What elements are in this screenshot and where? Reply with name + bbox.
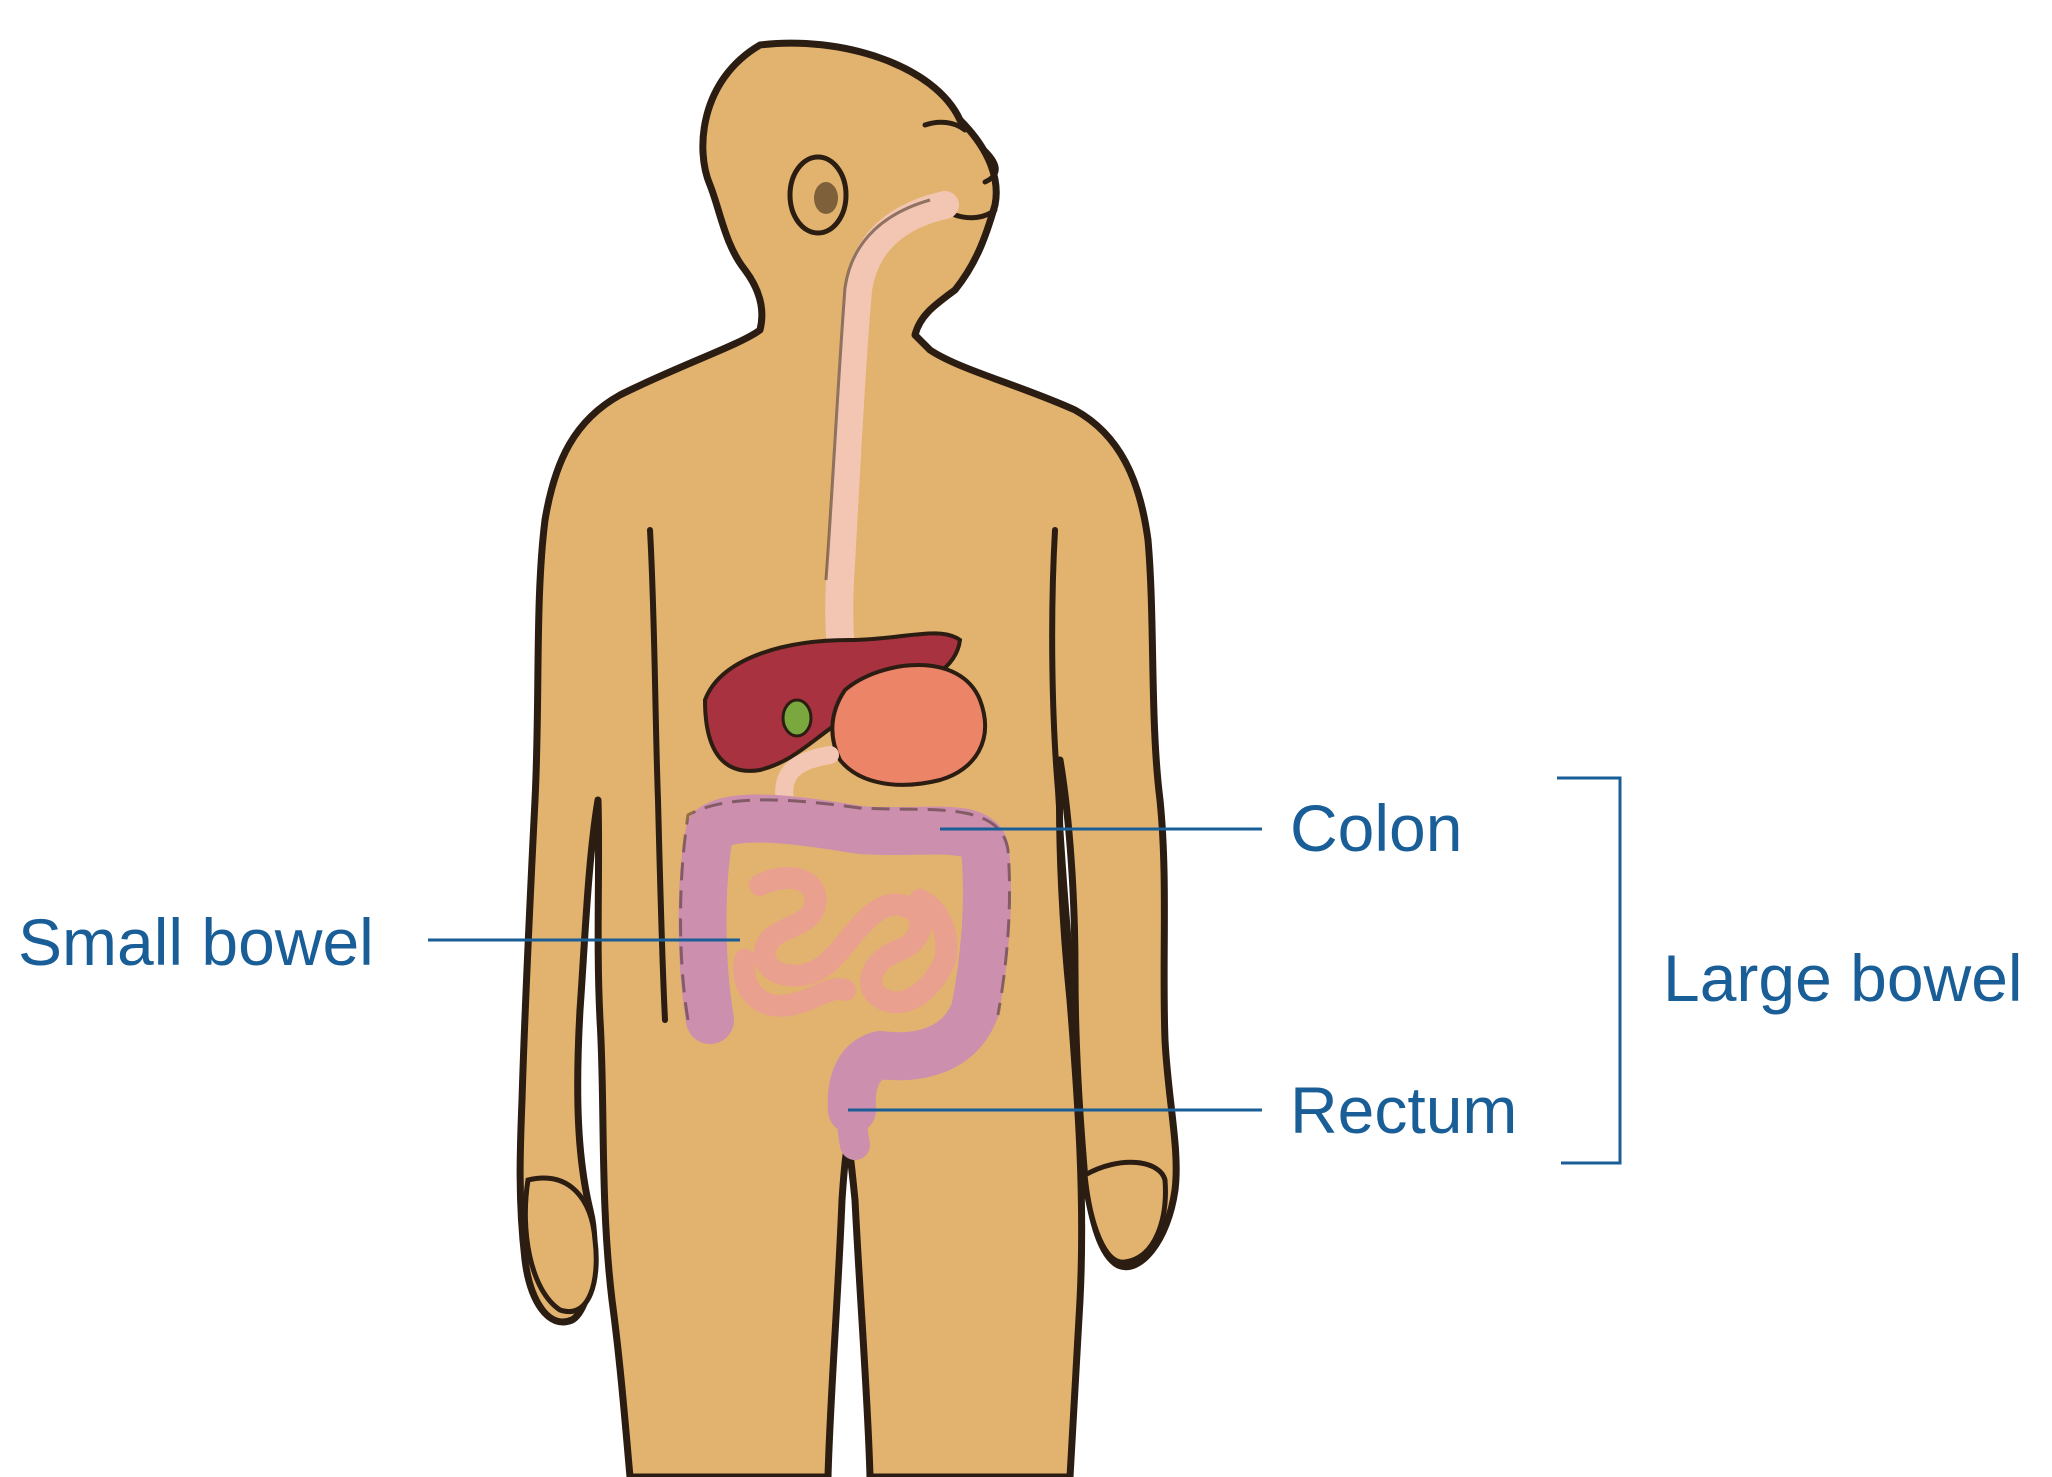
label-small-bowel: Small bowel — [18, 909, 374, 975]
stomach — [832, 665, 985, 785]
label-large-bowel: Large bowel — [1663, 945, 2023, 1011]
ear-inner — [814, 182, 838, 214]
label-colon: Colon — [1290, 795, 1462, 861]
gallbladder — [783, 700, 811, 736]
large-bowel-bracket — [1557, 778, 1620, 1163]
label-rectum: Rectum — [1290, 1077, 1517, 1143]
rectum — [851, 1080, 855, 1145]
